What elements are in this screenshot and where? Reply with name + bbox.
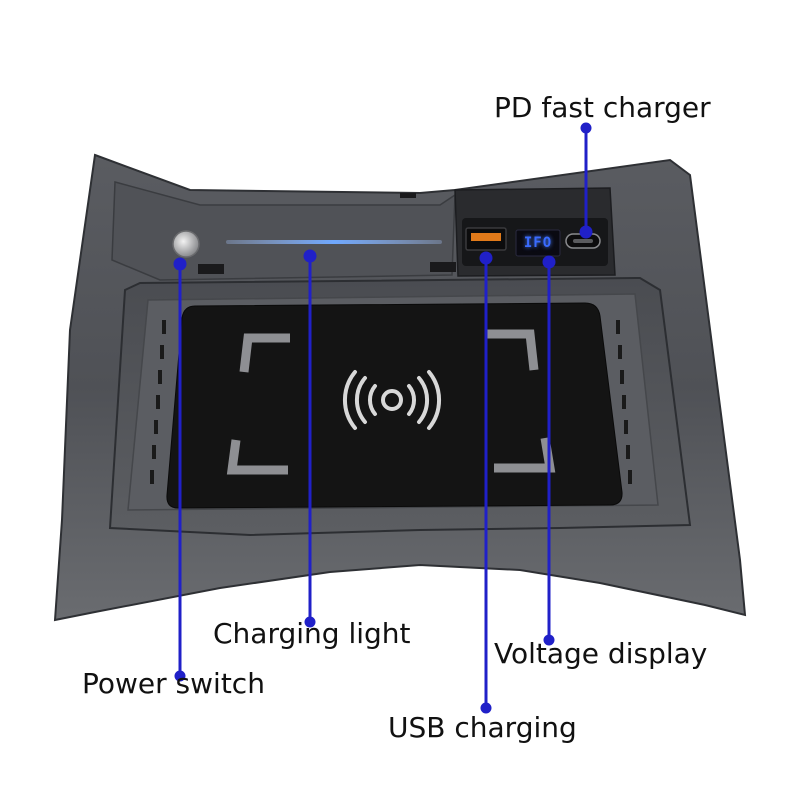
charging-light-label: Charging light [213,617,411,650]
wireless-charging-pad [166,302,623,509]
power-switch-label: Power switch [82,667,265,700]
usb-c-port-icon[interactable] [565,233,601,249]
voltage-display-label: Voltage display [494,637,708,670]
left-vent-slots [150,320,166,484]
usb-a-port-icon[interactable] [465,227,507,251]
right-vent-slots [616,320,632,484]
voltage-display [515,229,561,257]
top-shelf [111,181,456,281]
voltage-reading: IFO [523,235,553,251]
wireless-charging-icon [343,370,441,430]
power-button-icon[interactable] [172,230,200,258]
pd-fast-charger-label: PD fast charger [494,91,711,124]
leader-lines [173,122,593,714]
charging-light-strip [226,240,442,244]
usb-charging-label: USB charging [388,711,577,744]
